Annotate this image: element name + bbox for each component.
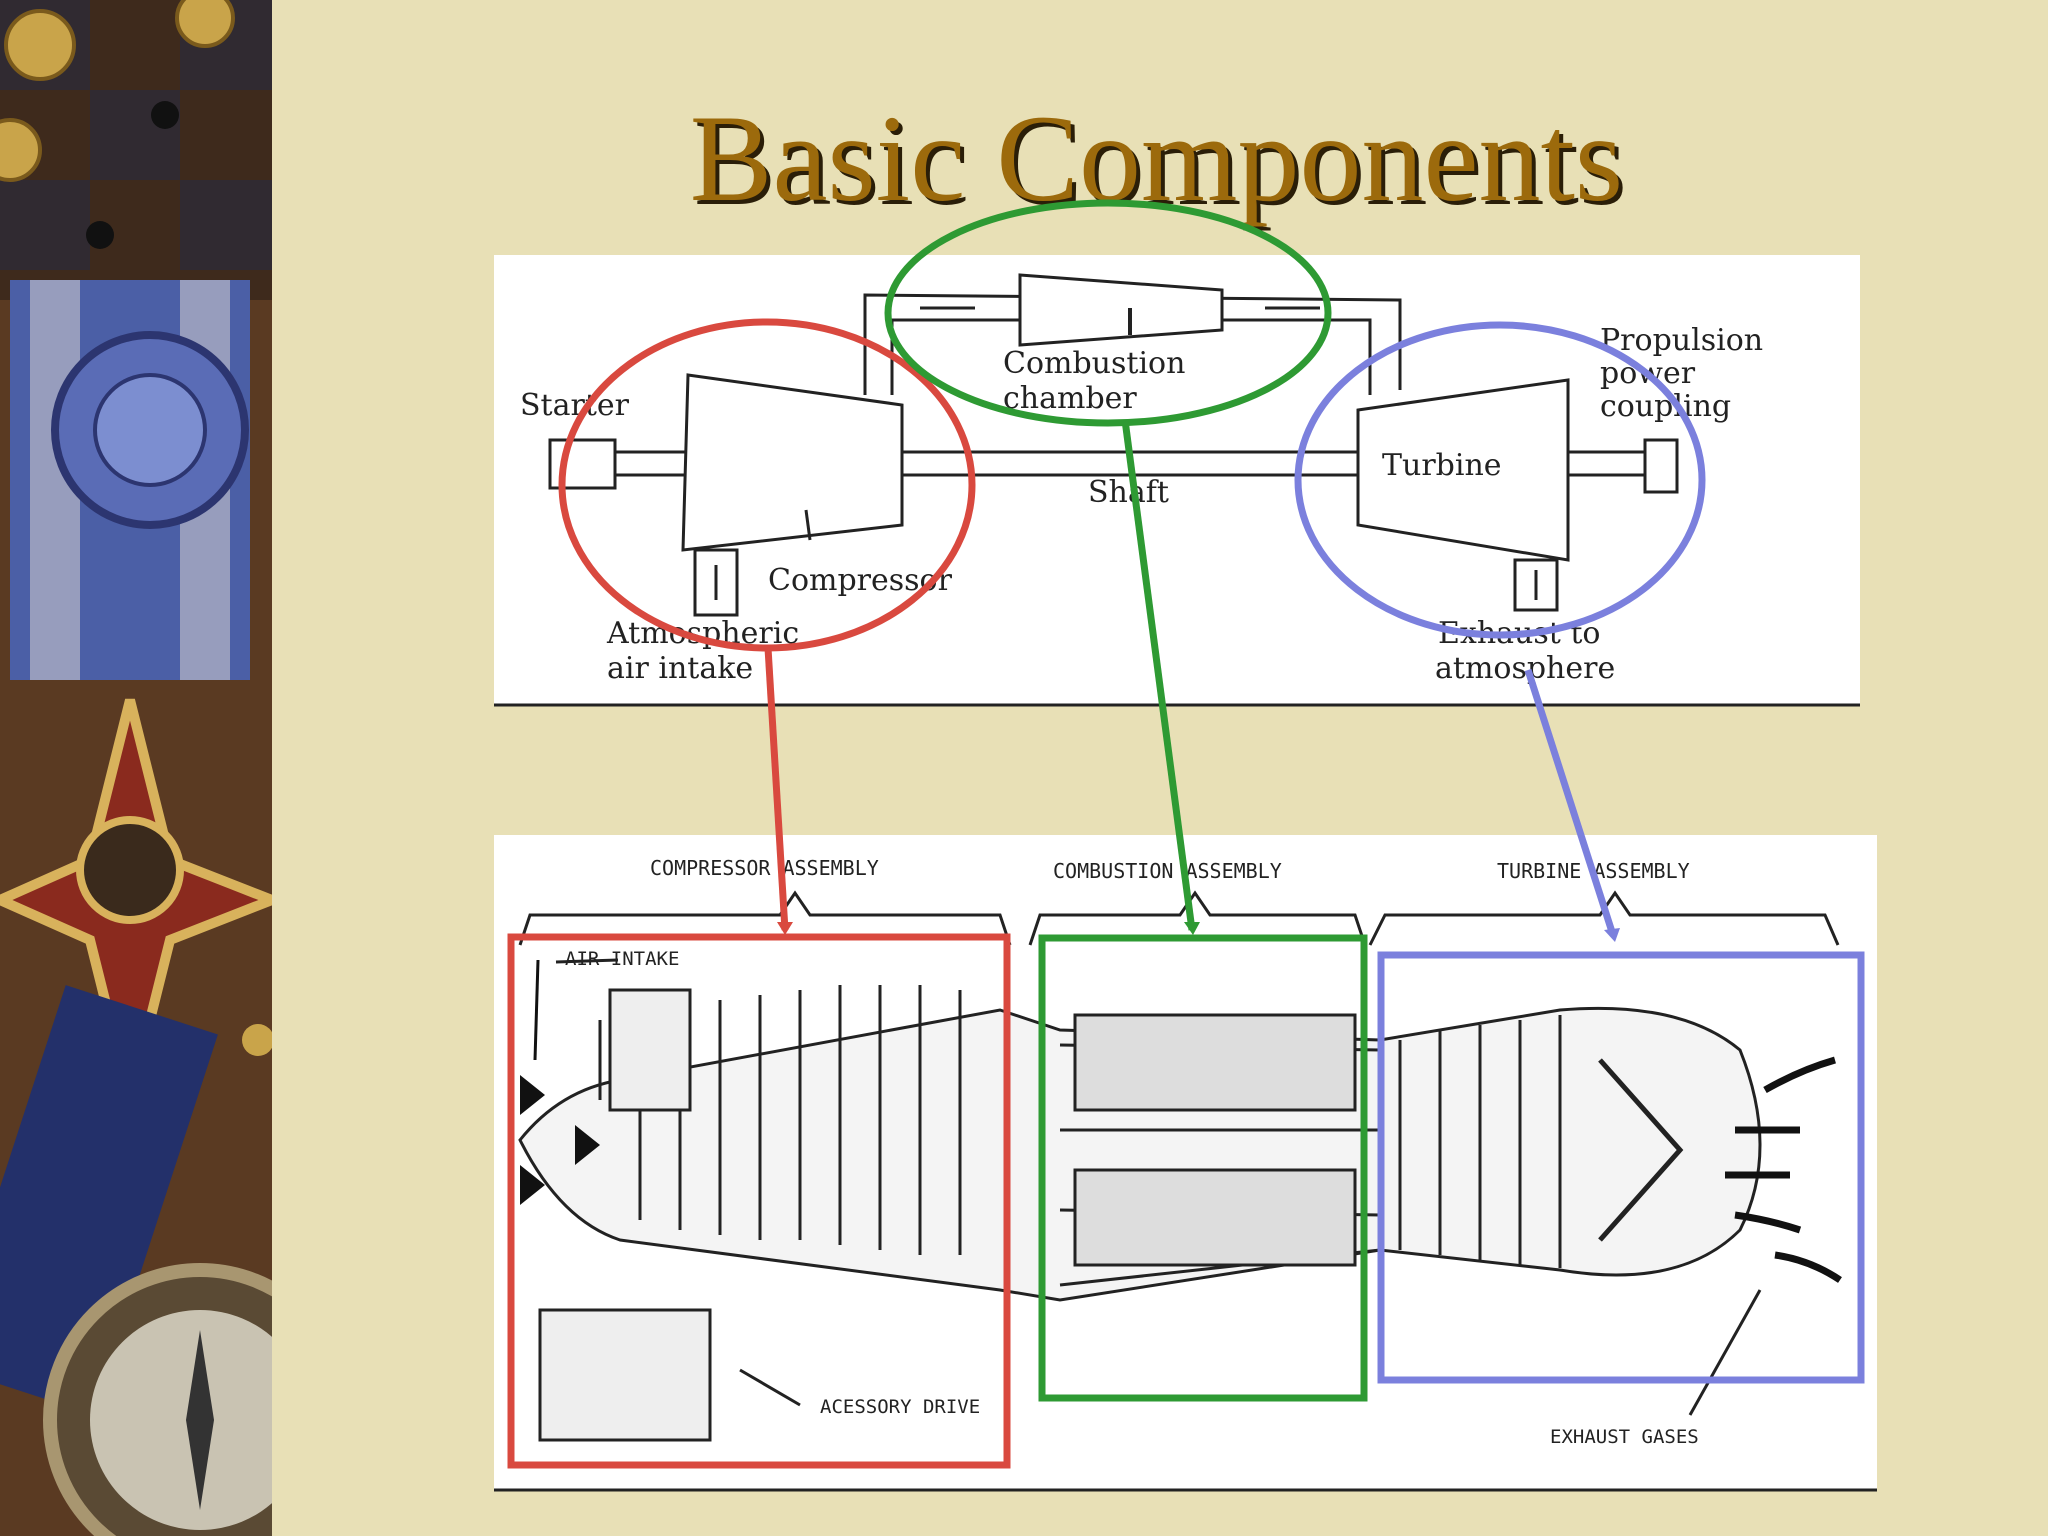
button-icon	[242, 1024, 272, 1056]
exhaust-duct	[1513, 558, 1559, 612]
label-exhaust-gases: EXHAUST GASES	[1550, 1426, 1699, 1448]
turbine-ellipse	[1294, 321, 1706, 639]
decorative-side-panel	[0, 0, 272, 1536]
combustion-highlight	[884, 199, 1368, 1402]
combustion-box	[1038, 934, 1368, 1402]
compressor-box	[507, 933, 1011, 1469]
label-air-intake: AIR INTAKE	[565, 948, 679, 970]
label-shaft: Shaft	[1088, 475, 1169, 510]
turbine-connector	[1524, 668, 1617, 937]
label-turbine: Turbine	[1382, 448, 1502, 483]
label-combustion-1: Combustion	[1003, 346, 1185, 381]
label-propulsion-1: Propulsion	[1600, 323, 1763, 358]
exhaust-arrows	[1725, 1056, 1842, 1283]
compressor-bracket	[518, 890, 1012, 946]
label-compressor-assembly: COMPRESSOR ASSEMBLY	[650, 856, 879, 880]
turbine-bracket	[1368, 890, 1840, 946]
compressor-highlight	[507, 318, 1011, 1469]
label-combustion-assembly: COMBUSTION ASSEMBLY	[1053, 859, 1282, 883]
button-icon	[0, 118, 42, 182]
turbine-shape	[1356, 378, 1570, 562]
starter-box	[548, 438, 617, 490]
button-icon	[175, 0, 235, 48]
compressor-ellipse	[558, 318, 976, 652]
label-combustion-2: chamber	[1003, 381, 1137, 416]
cutaway-panel: COMPRESSOR ASSEMBLY COMBUSTION ASSEMBLY …	[494, 835, 1877, 1492]
intake-duct	[693, 548, 739, 617]
button-icon	[4, 9, 76, 81]
turbine-highlight	[1294, 321, 1865, 1384]
compressor-shape	[681, 373, 904, 552]
turbine-box	[1377, 951, 1865, 1384]
combustion-connector	[1121, 419, 1196, 931]
label-intake-2: air intake	[607, 651, 753, 686]
compass-icon	[43, 1263, 272, 1536]
ribbon-icon	[10, 280, 250, 680]
compressor-connector	[764, 647, 789, 931]
label-exhaust-2: atmosphere	[1435, 651, 1615, 686]
label-starter: Starter	[520, 388, 630, 423]
combustion-bracket	[1028, 890, 1367, 946]
label-accessory-drive: ACESSORY DRIVE	[820, 1396, 980, 1418]
schematic-panel: Starter Compressor Atmospheric air intak…	[494, 255, 1860, 707]
engine-cutaway-drawing	[518, 985, 1762, 1442]
coupling-box	[1643, 438, 1679, 494]
intake-arrows	[520, 959, 600, 1205]
combustion-ellipse	[884, 199, 1332, 427]
